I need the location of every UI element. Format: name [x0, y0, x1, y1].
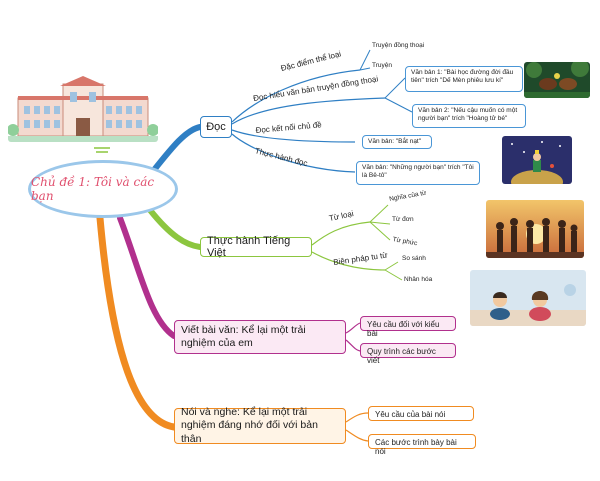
center-topic-label: Chủ đề 1: Tôi và các bạn: [31, 175, 155, 203]
viet-leaf-1: Yêu cầu đối với kiểu bài: [360, 316, 456, 338]
tv-bienphap-leaf-1: So sánh: [402, 255, 426, 262]
school-building-illustration: [8, 76, 158, 142]
doc-sub2-leaf-1: Văn bản 1: "Bài học đường đời đầu tiên" …: [405, 66, 523, 92]
little-prince-illustration: [502, 136, 572, 184]
branch-noi-nghe-label: Nói và nghe: Kể lại một trải nghiệm đáng…: [181, 406, 318, 445]
branch-viet: Viết bài văn: Kể lại một trải nghiệm của…: [174, 320, 346, 354]
doc-sub1-leaf-1: Truyện đồng thoại: [372, 42, 425, 49]
tv-tuloai-leaf-2: Từ đơn: [392, 216, 414, 223]
branch-viet-label: Viết bài văn: Kể lại một trải nghiệm của…: [181, 323, 306, 349]
branch-noi-nghe: Nói và nghe: Kể lại một trải nghiệm đáng…: [174, 406, 346, 445]
decorative-dashes: [94, 147, 110, 153]
cricket-illustration: [524, 62, 590, 98]
noi-nghe-leaf-1: Yêu cầu của bài nói: [368, 406, 474, 421]
viet-leaf-2: Quy trình các bước viết: [360, 343, 456, 365]
noi-nghe-leaf-2: Các bước trình bày bài nói: [368, 434, 476, 456]
connector-noi-nghe: [96, 214, 178, 431]
branch-doc-label: Đọc: [206, 121, 226, 133]
branch-tieng-viet-label: Thực hành Tiếng Việt: [207, 235, 291, 259]
branch-doc: Đọc: [200, 116, 232, 138]
center-topic: Chủ đề 1: Tôi và các bạn: [28, 160, 178, 218]
sad-children-illustration: [470, 270, 586, 326]
tv-bienphap-leaf-2: Nhân hóa: [404, 276, 433, 283]
branch-tieng-viet: Thực hành Tiếng Việt: [200, 235, 312, 259]
friends-sunset-illustration: [486, 200, 584, 258]
doc-sub2-leaf-2: Văn bản 2: "Nếu cậu muốn có một người bạ…: [412, 104, 526, 128]
doc-sub4-leaf: Văn bản: "Những người bạn" trích "Tôi là…: [356, 161, 480, 185]
doc-sub3-leaf: Văn bản: "Bắt nạt": [362, 135, 432, 149]
doc-sub1-leaf-2: Truyện: [372, 62, 392, 69]
connector-viet: [117, 215, 177, 339]
connector-tieng-viet: [147, 207, 203, 250]
